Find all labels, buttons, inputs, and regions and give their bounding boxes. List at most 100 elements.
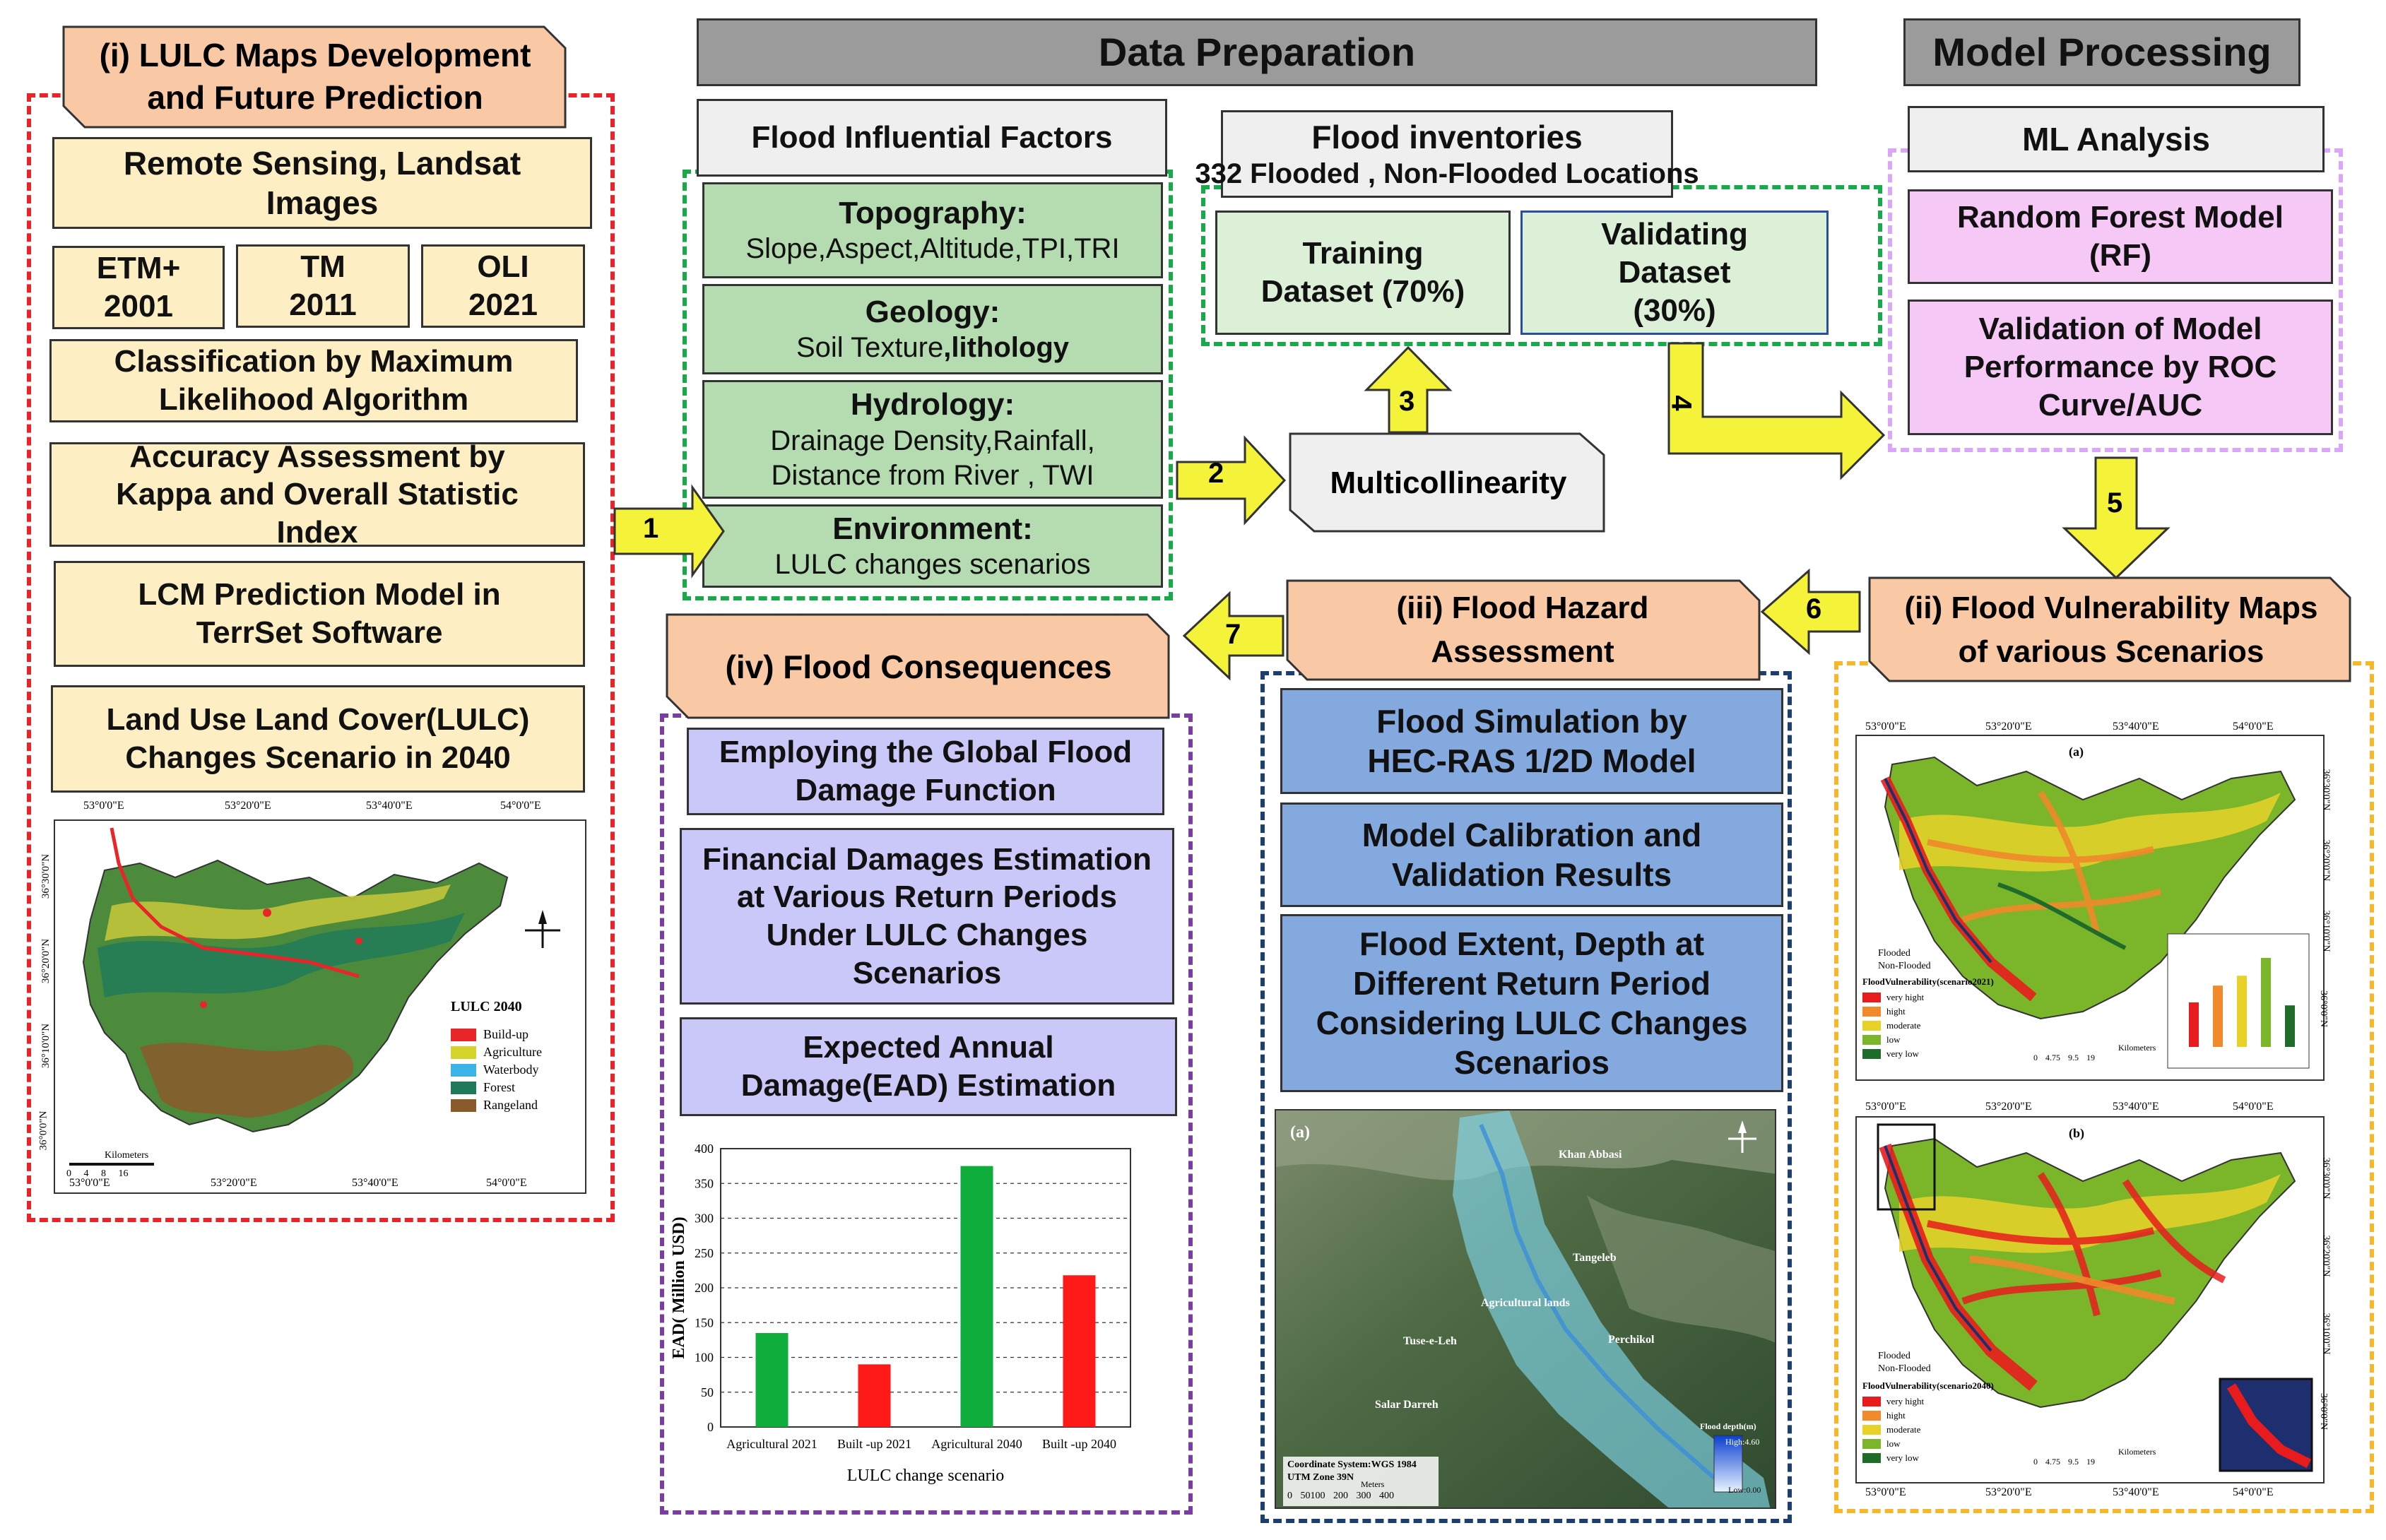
- legend-agriculture: Agriculture: [483, 1045, 542, 1059]
- topography-box: Topography: Slope,Aspect,Altitude,TPI,TR…: [702, 182, 1163, 278]
- vuln-a-class-5: very low: [1886, 1048, 1919, 1059]
- lulc-map-top-tick-4: 54°0'0"E: [500, 800, 541, 812]
- chart-ytick-5: 250: [695, 1246, 714, 1260]
- ead-box: Expected Annual Damage(EAD) Estimation: [680, 1017, 1177, 1116]
- legend-swatch-agriculture: [451, 1046, 476, 1059]
- vuln-b-bottom-tick-4: 54°0'0"E: [2233, 1486, 2274, 1498]
- legend-forest: Forest: [483, 1080, 515, 1094]
- vuln-a-top-tick-1: 53°0'0"E: [1865, 721, 1906, 733]
- topography-items: Slope,Aspect,Altitude,TPI,TRI: [745, 233, 1120, 265]
- multicollinearity-label: Multicollinearity: [1330, 466, 1567, 500]
- legend-rangeland: Rangeland: [483, 1098, 538, 1112]
- vuln-b-top-tick-2: 53°20'0"E: [1985, 1101, 2032, 1113]
- lulc-map-title: LULC 2040: [451, 999, 522, 1014]
- vuln-b-class-4: low: [1886, 1438, 1901, 1449]
- chart-xtick-2: Agricultural 2040: [931, 1437, 1022, 1451]
- vuln-b-right-tick-2: 36°20'0"N: [2320, 1235, 2332, 1277]
- chart-xtick-1: Built -up 2021: [837, 1437, 911, 1451]
- section-iii-tag: [1286, 579, 1761, 681]
- random-forest-box: Random Forest Model (RF): [1908, 189, 2333, 284]
- vuln-a-right-tick-1: 36°30'0"N: [2320, 769, 2332, 811]
- multicollinearity-shape: [1289, 432, 1605, 533]
- chart-ytick-7: 350: [695, 1176, 714, 1190]
- vuln-a-class-1: very hight: [1886, 992, 1925, 1002]
- section-ii-tag: [1868, 576, 2351, 682]
- lulc-map-bottom-tick-3: 53°40'0"E: [352, 1177, 398, 1189]
- topography-heading: Topography:: [839, 195, 1027, 230]
- training-dataset-box: Training Dataset (70%): [1215, 211, 1511, 335]
- lulc-map-left-tick-1: 36°30'0"N: [40, 853, 52, 899]
- calibration-box: Model Calibration and Validation Results: [1280, 802, 1783, 907]
- lulc-map-left-tick-3: 36°10'0"N: [40, 1023, 52, 1069]
- lulc-map-top-tick-3: 53°40'0"E: [366, 800, 413, 812]
- section-iv-title: (iv) Flood Consequences: [725, 648, 1112, 685]
- vuln-b-class-2: hight: [1886, 1410, 1906, 1421]
- place-salar-darreh: Salar Darreh: [1375, 1399, 1439, 1411]
- lulc-map-forest-band: [98, 913, 465, 997]
- vuln-b-scale: 0 4.75 9.5 19: [2033, 1457, 2095, 1467]
- lulc-map-scale: 0 4 8 16: [66, 1168, 129, 1179]
- flood-depth-map: (a) Khan Abbasi Tangeleb Agricultural la…: [1275, 1109, 1776, 1509]
- inventory-subtitle: 332 Flooded , Non-Flooded Locations: [1195, 158, 1699, 189]
- vuln-a-legend-title: FloodVulnerability(scenario2021): [1862, 976, 1994, 987]
- vuln-b-legend-title: FloodVulnerability(scenario2040): [1862, 1380, 1994, 1391]
- vuln-a-top-tick-3: 53°40'0"E: [2113, 721, 2159, 733]
- place-perchikol: Perchikol: [1608, 1334, 1655, 1346]
- place-tuse-e-leh: Tuse-e-Leh: [1403, 1335, 1457, 1347]
- flood-extent-box: Flood Extent, Depth at Different Return …: [1280, 914, 1783, 1092]
- legend-swatch-waterbody: [451, 1063, 476, 1077]
- hazard-utm-zone: UTM Zone 39N: [1287, 1472, 1354, 1483]
- vuln-a-class-4: low: [1886, 1034, 1901, 1045]
- oli-box: OLI 2021: [421, 244, 585, 328]
- geology-soil: Soil Texture: [796, 332, 944, 364]
- vulnerability-map-b: (b) Flooded Non-Flooded FloodVulnerabili…: [1855, 1116, 2325, 1483]
- lulc-map-range-band: [140, 1043, 353, 1118]
- vuln-b-class-5: very low: [1886, 1452, 1919, 1463]
- chart-xlabel: LULC change scenario: [847, 1467, 1005, 1485]
- data-preparation-header: Data Preparation: [697, 18, 1817, 86]
- chart-ytick-6: 300: [695, 1212, 714, 1226]
- lulc-scenario-box: Land Use Land Cover(LULC) Changes Scenar…: [51, 685, 585, 793]
- lulc-map-legend: Build-up Agriculture Waterbody Forest Ra…: [451, 1027, 571, 1113]
- geology-lithology: ,lithology: [943, 332, 1070, 364]
- lulc-map-left-tick-4: 36°0'0"N: [37, 1110, 49, 1151]
- vuln-b-bottom-tick-2: 53°20'0"E: [1985, 1486, 2032, 1498]
- lulc-north-arrow: [525, 910, 560, 948]
- depth-legend-high: High:4.60: [1725, 1437, 1760, 1447]
- lulc-map-agri-band: [105, 884, 451, 941]
- vuln-b-legend: very hight hight moderate low very low: [1862, 1394, 1924, 1465]
- inventory-title-box: Flood inventories 332 Flooded , Non-Floo…: [1195, 110, 1699, 198]
- vuln-b-top-tick-3: 53°40'0"E: [2113, 1101, 2159, 1113]
- depth-legend-low: Low:0.00: [1728, 1485, 1761, 1495]
- factors-title-box: Flood Influential Factors: [697, 99, 1167, 177]
- lulc-map-bottom-tick-2: 53°20'0"E: [211, 1177, 257, 1189]
- geology-heading: Geology:: [865, 294, 1000, 329]
- vuln-a-inset-bar-3: [2261, 958, 2271, 1047]
- chart-bar-3: [1063, 1275, 1096, 1427]
- vuln-b-flooded: Flooded: [1878, 1351, 1910, 1361]
- lulc-2040-map: 53°0'0"E 53°20'0"E 53°40'0"E 54°0'0"E 53…: [37, 800, 586, 1194]
- hazard-coord-system: Coordinate System:WGS 1984: [1287, 1459, 1417, 1470]
- legend-swatch-rangeland: [451, 1098, 476, 1112]
- section-iii-title: (iii) Flood Hazard Assessment: [1396, 591, 1649, 669]
- chart-bar-2: [960, 1166, 993, 1427]
- section-ii-title: (ii) Flood Vulnerability Maps of various…: [1904, 591, 2318, 669]
- chart-ylabel: EAD( Million USD): [670, 1216, 688, 1358]
- section-i-tag: [62, 25, 567, 129]
- chart-ytick-2: 100: [695, 1351, 714, 1365]
- vuln-b-right-tick-4: 36°0'0"N: [2317, 1393, 2329, 1430]
- vuln-b-label: (b): [2069, 1126, 2084, 1140]
- vuln-a-top-tick-2: 53°20'0"E: [1985, 721, 2032, 733]
- lcm-box: LCM Prediction Model in TerrSet Software: [54, 561, 585, 667]
- lulc-map-river: [110, 827, 360, 978]
- vuln-b-top-tick-1: 53°0'0"E: [1865, 1101, 1906, 1113]
- inventory-title: Flood inventories: [1311, 118, 1583, 155]
- hydrology-heading: Hydrology:: [850, 387, 1015, 422]
- geology-box: Geology: Soil Texture,lithology: [702, 284, 1163, 374]
- vuln-a-label: (a): [2069, 745, 2084, 759]
- vuln-a-inset-bar-0: [2189, 1002, 2199, 1047]
- chart-bar-1: [858, 1364, 891, 1427]
- chart-ytick-0: 0: [707, 1420, 714, 1434]
- arrow-2-label: 2: [1208, 458, 1224, 489]
- vuln-a-right-tick-4: 36°0'0"N: [2317, 990, 2329, 1027]
